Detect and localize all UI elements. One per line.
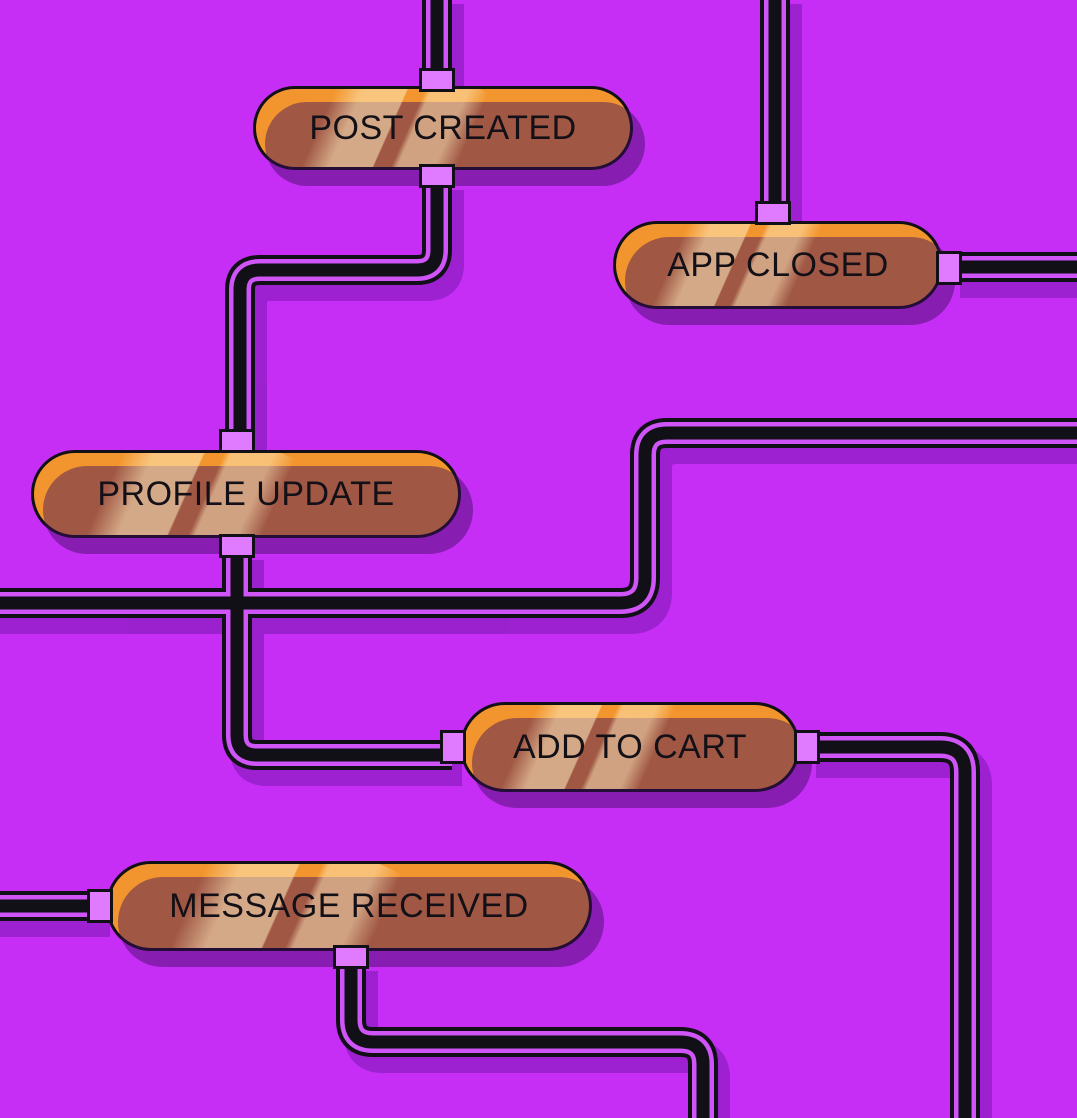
wire-segment: [806, 740, 972, 1118]
wire-segment: [226, 546, 452, 766]
port-add-to-cart-right[interactable]: [794, 730, 820, 764]
node-add-to-cart[interactable]: Add to Cart: [460, 702, 800, 792]
wire-segment: [233, 176, 444, 440]
port-post-created-bottom[interactable]: [419, 164, 455, 188]
wire-segment: [230, 546, 452, 762]
node-post-created[interactable]: Post Created: [253, 86, 633, 170]
wire-segment: [806, 732, 980, 1118]
node-label: Post Created: [309, 108, 577, 147]
wire-segment: [229, 176, 448, 440]
node-label: Profile Update: [97, 474, 395, 513]
port-app-closed-right[interactable]: [936, 251, 962, 285]
wire-segment: [806, 736, 976, 1118]
node-label: App Closed: [667, 245, 889, 284]
node-label: Add to Cart: [512, 727, 748, 766]
wire-segment: [344, 957, 710, 1118]
port-message-received-left[interactable]: [87, 889, 113, 923]
wire-segment: [233, 190, 464, 454]
port-profile-update-bottom[interactable]: [219, 534, 255, 558]
wire-segment: [0, 426, 1077, 610]
wire-segment: [225, 176, 452, 440]
port-profile-update-top[interactable]: [219, 429, 255, 453]
port-add-to-cart-left[interactable]: [440, 730, 466, 764]
port-post-created-top[interactable]: [419, 68, 455, 92]
wire-segment: [222, 546, 452, 770]
node-label: Message Received: [169, 886, 529, 925]
node-app-closed[interactable]: App Closed: [613, 221, 943, 309]
port-app-closed-top[interactable]: [755, 201, 791, 225]
port-message-received-bottom[interactable]: [333, 945, 369, 969]
node-profile-update[interactable]: Profile Update: [31, 450, 461, 538]
